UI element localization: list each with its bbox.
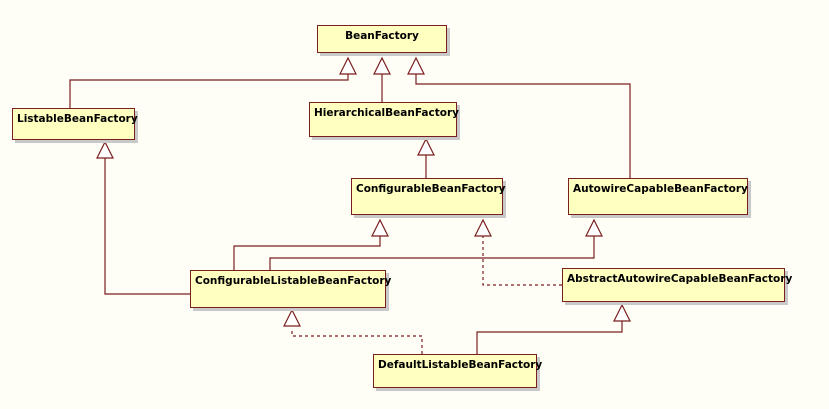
edge-listable-to-beanfactory	[69, 74, 349, 108]
class-configurable-bean-factory-label: ConfigurableBeanFactory	[356, 183, 506, 195]
edge-configlistable-configurable-arrowhead	[371, 218, 389, 237]
edge-configlistable-to-autowire	[269, 236, 595, 270]
class-hierarchical-bean-factory-label: HierarchicalBeanFactory	[314, 107, 459, 119]
class-autowire-capable-bean-factory: AutowireCapableBeanFactory	[568, 178, 748, 215]
edge-hierarchical-arrowhead	[373, 56, 391, 75]
edge-configurable-arrowhead	[417, 137, 435, 156]
edge-default-configlistable-arrowhead	[283, 308, 301, 327]
class-listable-bean-factory-label: ListableBeanFactory	[17, 113, 138, 125]
class-configurable-listable-bean-factory-label: ConfigurableListableBeanFactory	[195, 275, 392, 287]
edge-listable-arrowhead	[339, 56, 357, 75]
edge-configlistable-to-listable	[104, 158, 190, 295]
edge-abstract-configurable-arrowhead	[474, 218, 492, 237]
class-bean-factory: BeanFactory	[317, 25, 447, 53]
edge-default-to-abstract	[476, 321, 623, 354]
class-hierarchical-bean-factory: HierarchicalBeanFactory	[309, 102, 459, 137]
class-listable-bean-factory: ListableBeanFactory	[12, 108, 138, 140]
class-default-listable-bean-factory-label: DefaultListableBeanFactory	[378, 359, 543, 371]
class-abstract-autowire-capable-bean-factory: AbstractAutowireCapableBeanFactory	[562, 268, 792, 302]
class-bean-factory-label: BeanFactory	[345, 30, 419, 42]
edge-configlistable-to-configurable	[233, 236, 381, 270]
class-configurable-listable-bean-factory: ConfigurableListableBeanFactory	[190, 270, 391, 308]
class-default-listable-bean-factory: DefaultListableBeanFactory	[373, 354, 542, 388]
class-configurable-bean-factory: ConfigurableBeanFactory	[351, 178, 506, 215]
edge-autowire-to-beanfactory	[415, 74, 631, 178]
class-autowire-capable-bean-factory-label: AutowireCapableBeanFactory	[573, 183, 748, 195]
edge-default-abstract-arrowhead	[613, 303, 631, 322]
edge-default-realizes-configlistable	[291, 328, 423, 354]
edge-configlistable-listable-arrowhead	[96, 140, 114, 159]
edge-autowire-arrowhead	[407, 56, 425, 75]
edge-abstract-realizes-configurable	[482, 236, 562, 286]
edge-configlistable-autowire-arrowhead	[585, 218, 603, 237]
class-abstract-autowire-capable-bean-factory-label: AbstractAutowireCapableBeanFactory	[567, 273, 793, 285]
